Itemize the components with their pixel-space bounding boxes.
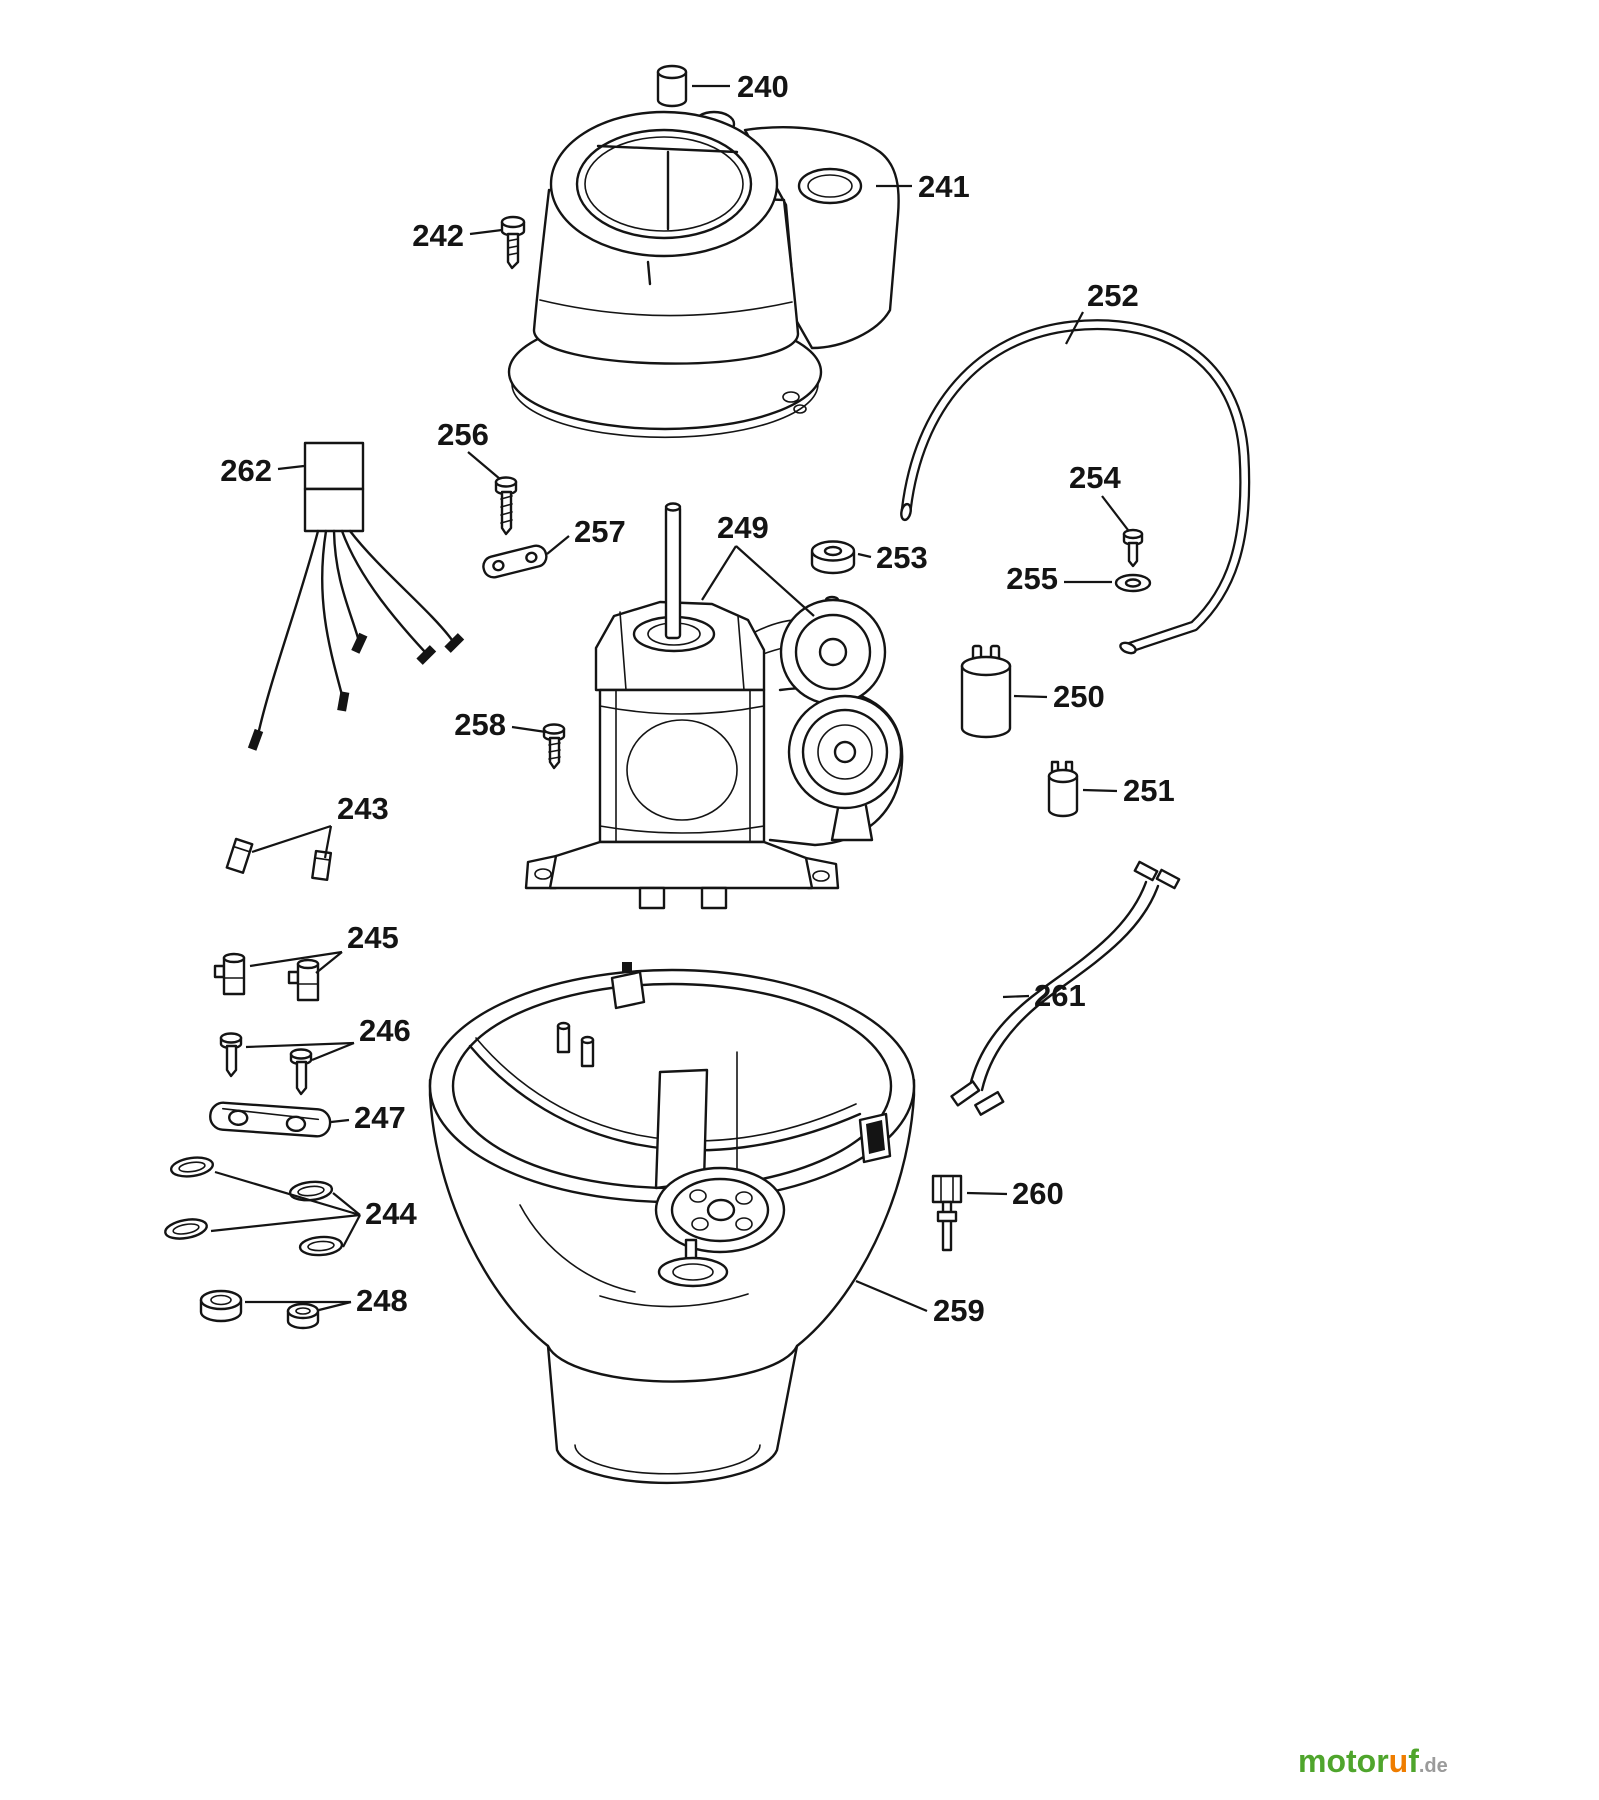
leader-261 [1002, 994, 1030, 999]
part-250-capacitor [960, 644, 1012, 739]
part-252-tube [900, 319, 1251, 655]
part-label-255: 255 [1006, 561, 1058, 596]
part-244-o-rings [164, 1156, 344, 1257]
part-240-bushing [656, 64, 688, 108]
leader-253 [857, 552, 872, 559]
part-label-250: 250 [1053, 679, 1105, 714]
part-label-251: 251 [1123, 773, 1175, 808]
part-243-carbon-brushes [225, 837, 333, 882]
part-253-grommet [810, 540, 856, 575]
watermark-segment-motor: motor [1298, 1743, 1389, 1779]
leader-248-b [318, 1300, 352, 1312]
part-label-256: 256 [437, 417, 489, 452]
part-260-connector [931, 1174, 963, 1252]
part-label-249: 249 [717, 510, 769, 545]
part-label-257: 257 [574, 514, 626, 549]
part-255-washer [1114, 573, 1152, 593]
leader-260 [966, 1191, 1008, 1196]
leader-249-a [701, 545, 737, 601]
part-label-245: 245 [347, 920, 399, 955]
part-262-wiring-harness [247, 441, 465, 751]
part-259-lower-housing [428, 962, 916, 1485]
part-label-259: 259 [933, 1293, 985, 1328]
part-label-246: 246 [359, 1013, 411, 1048]
part-241-motor-cover [507, 110, 900, 439]
leader-247 [330, 1118, 350, 1124]
leader-242 [469, 228, 503, 236]
leader-246-a [245, 1041, 355, 1049]
part-label-240: 240 [737, 69, 789, 104]
part-label-258: 258 [454, 707, 506, 742]
leader-244-c [210, 1213, 361, 1233]
leader-252 [1065, 311, 1084, 345]
leader-254 [1101, 495, 1129, 531]
leader-262 [277, 464, 305, 471]
part-245-brush-holders [213, 952, 320, 1002]
part-248-bushings [199, 1289, 320, 1330]
leader-243-b [323, 825, 333, 859]
leader-259 [855, 1279, 928, 1313]
part-257-link-plate [482, 544, 548, 579]
part-label-262: 262 [220, 453, 272, 488]
part-258-screw [542, 723, 566, 770]
leader-244-b [332, 1192, 361, 1216]
part-249-motor-assembly [524, 502, 904, 910]
part-254-screw [1122, 528, 1144, 568]
part-label-241: 241 [918, 169, 970, 204]
part-246-screws [219, 1032, 313, 1096]
watermark-motoruf: motoruf.de [1298, 1743, 1448, 1779]
leader-243-a [251, 824, 332, 854]
leader-lines [210, 84, 1129, 1313]
watermark-segment-f: f [1408, 1743, 1419, 1779]
leader-258 [511, 725, 547, 734]
part-label-244: 244 [365, 1196, 417, 1231]
part-label-243: 243 [337, 791, 389, 826]
leader-251 [1082, 788, 1118, 793]
leader-245-a [249, 950, 343, 968]
part-256-screw [494, 476, 518, 536]
part-label-254: 254 [1069, 460, 1121, 495]
part-label-260: 260 [1012, 1176, 1064, 1211]
part-label-261: 261 [1034, 978, 1086, 1013]
part-label-252: 252 [1087, 278, 1139, 313]
part-label-247: 247 [354, 1100, 406, 1135]
part-251-capacitor-small [1047, 760, 1079, 818]
part-labels: 240 241 242 252 262 256 257 249 253 254 … [220, 69, 1174, 1328]
leader-245-b [315, 951, 343, 974]
part-242-screw [500, 215, 526, 270]
part-247-bracket [209, 1101, 332, 1138]
diagram-art [164, 64, 1251, 1485]
part-261-wire-lead [950, 860, 1181, 1116]
leader-249-b [735, 545, 815, 617]
leader-246-b [311, 1041, 355, 1062]
leader-256 [467, 451, 501, 480]
leader-250 [1013, 694, 1048, 699]
part-label-253: 253 [876, 540, 928, 575]
part-label-242: 242 [412, 218, 464, 253]
watermark-segment-de: .de [1419, 1755, 1448, 1777]
watermark-segment-u: u [1389, 1743, 1409, 1779]
leader-244-a [214, 1170, 361, 1217]
part-label-248: 248 [356, 1283, 408, 1318]
leader-257 [546, 535, 570, 555]
leader-244-d [342, 1214, 361, 1248]
